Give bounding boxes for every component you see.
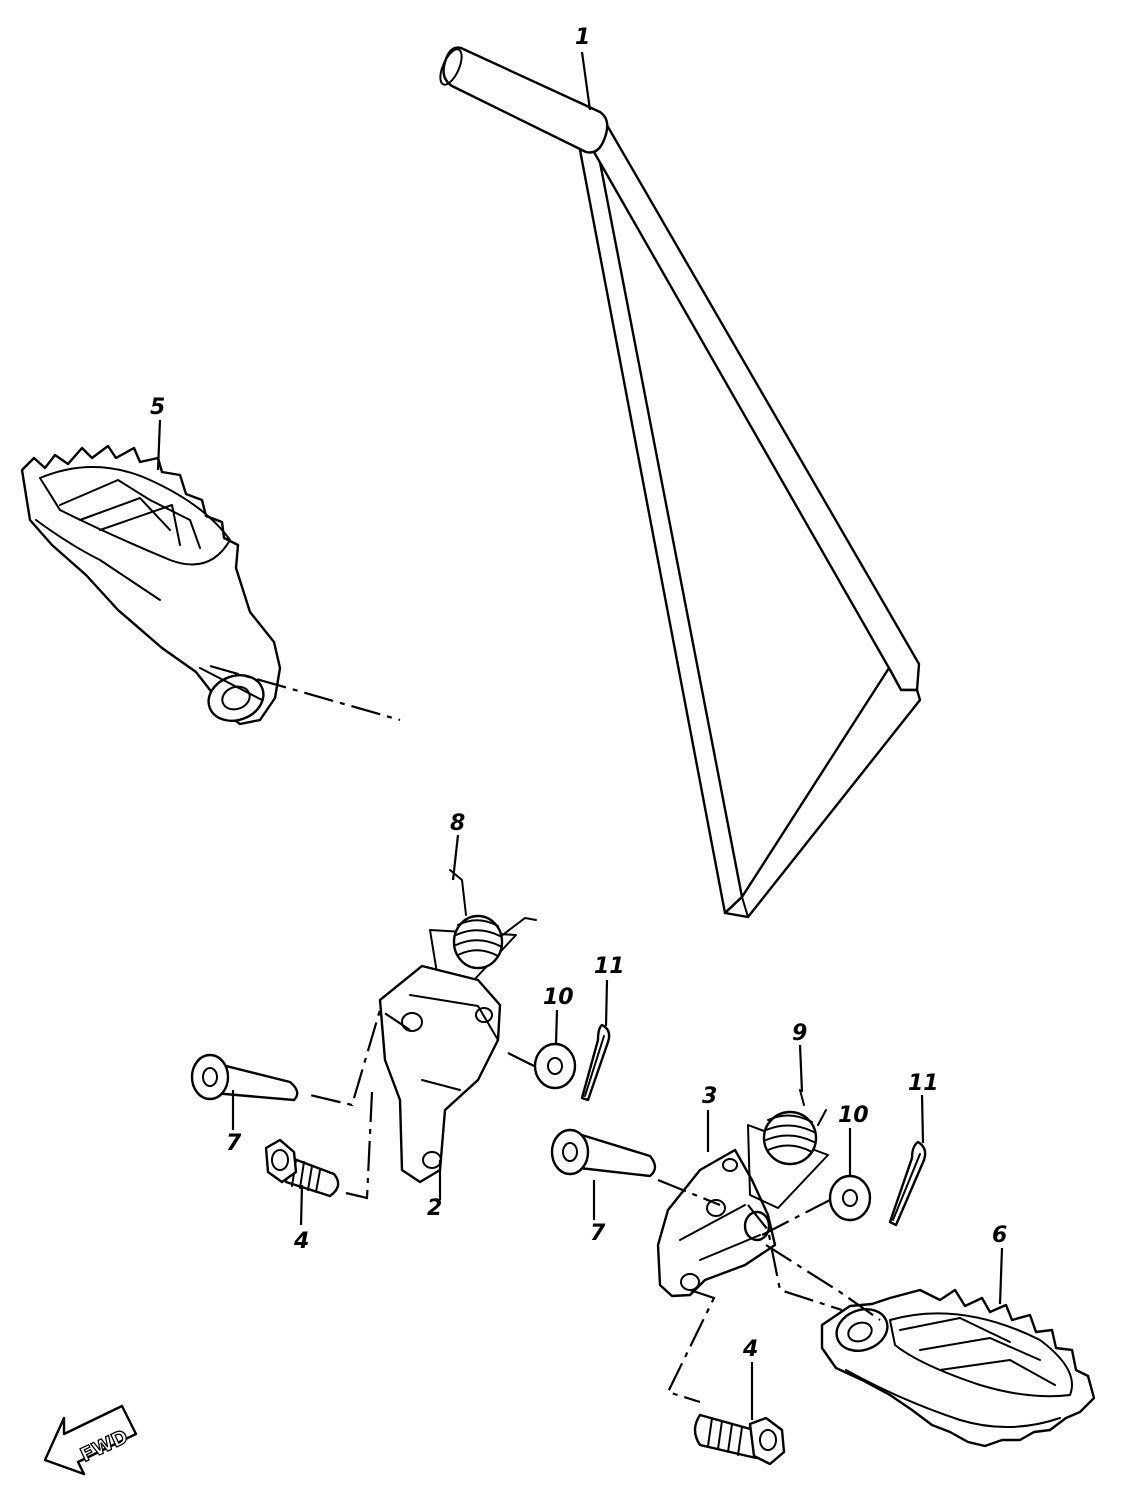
callout-4-right: 4 <box>742 1337 758 1362</box>
callout-8: 8 <box>450 811 465 836</box>
part-11-cotter-pin-right <box>888 1140 927 1227</box>
callout-3: 3 <box>702 1084 717 1109</box>
part-5-footrest-left <box>20 444 282 726</box>
assembly-center-lines <box>209 664 881 1404</box>
part-10-washer-right <box>828 1174 872 1222</box>
callout-9: 9 <box>792 1021 807 1046</box>
part-6-footrest-right <box>820 1288 1096 1448</box>
callout-11-right: 11 <box>908 1071 939 1096</box>
callout-7-left: 7 <box>226 1131 242 1156</box>
callout-4-left: 4 <box>293 1229 309 1254</box>
part-2-bracket-left <box>378 964 502 1184</box>
callout-5: 5 <box>150 395 165 420</box>
callout-11-left: 11 <box>594 954 625 979</box>
part-1-stand <box>439 46 922 919</box>
part-4-bolt-left <box>264 1138 340 1198</box>
part-11-cotter-pin-left <box>580 1023 611 1102</box>
part-3-bracket-right <box>656 1148 777 1298</box>
callout-7-right: 7 <box>590 1221 606 1246</box>
callout-10-right: 10 <box>838 1103 869 1128</box>
part-9-spring <box>747 1089 829 1209</box>
part-7-pin-left <box>190 1053 299 1102</box>
callout-6: 6 <box>992 1223 1007 1248</box>
callout-1: 1 <box>575 25 590 50</box>
part-7-pin-right <box>550 1128 657 1178</box>
fwd-arrow-icon: FWD <box>43 1404 138 1476</box>
callout-10-left: 10 <box>543 985 574 1010</box>
part-10-washer-left <box>533 1042 577 1090</box>
callout-2: 2 <box>427 1196 442 1221</box>
callout-labels: 1 2 3 4 4 5 6 7 7 8 9 10 10 11 11 <box>150 25 1007 1362</box>
callout-leaders <box>156 51 1004 1420</box>
part-4-bolt-right <box>693 1413 786 1466</box>
